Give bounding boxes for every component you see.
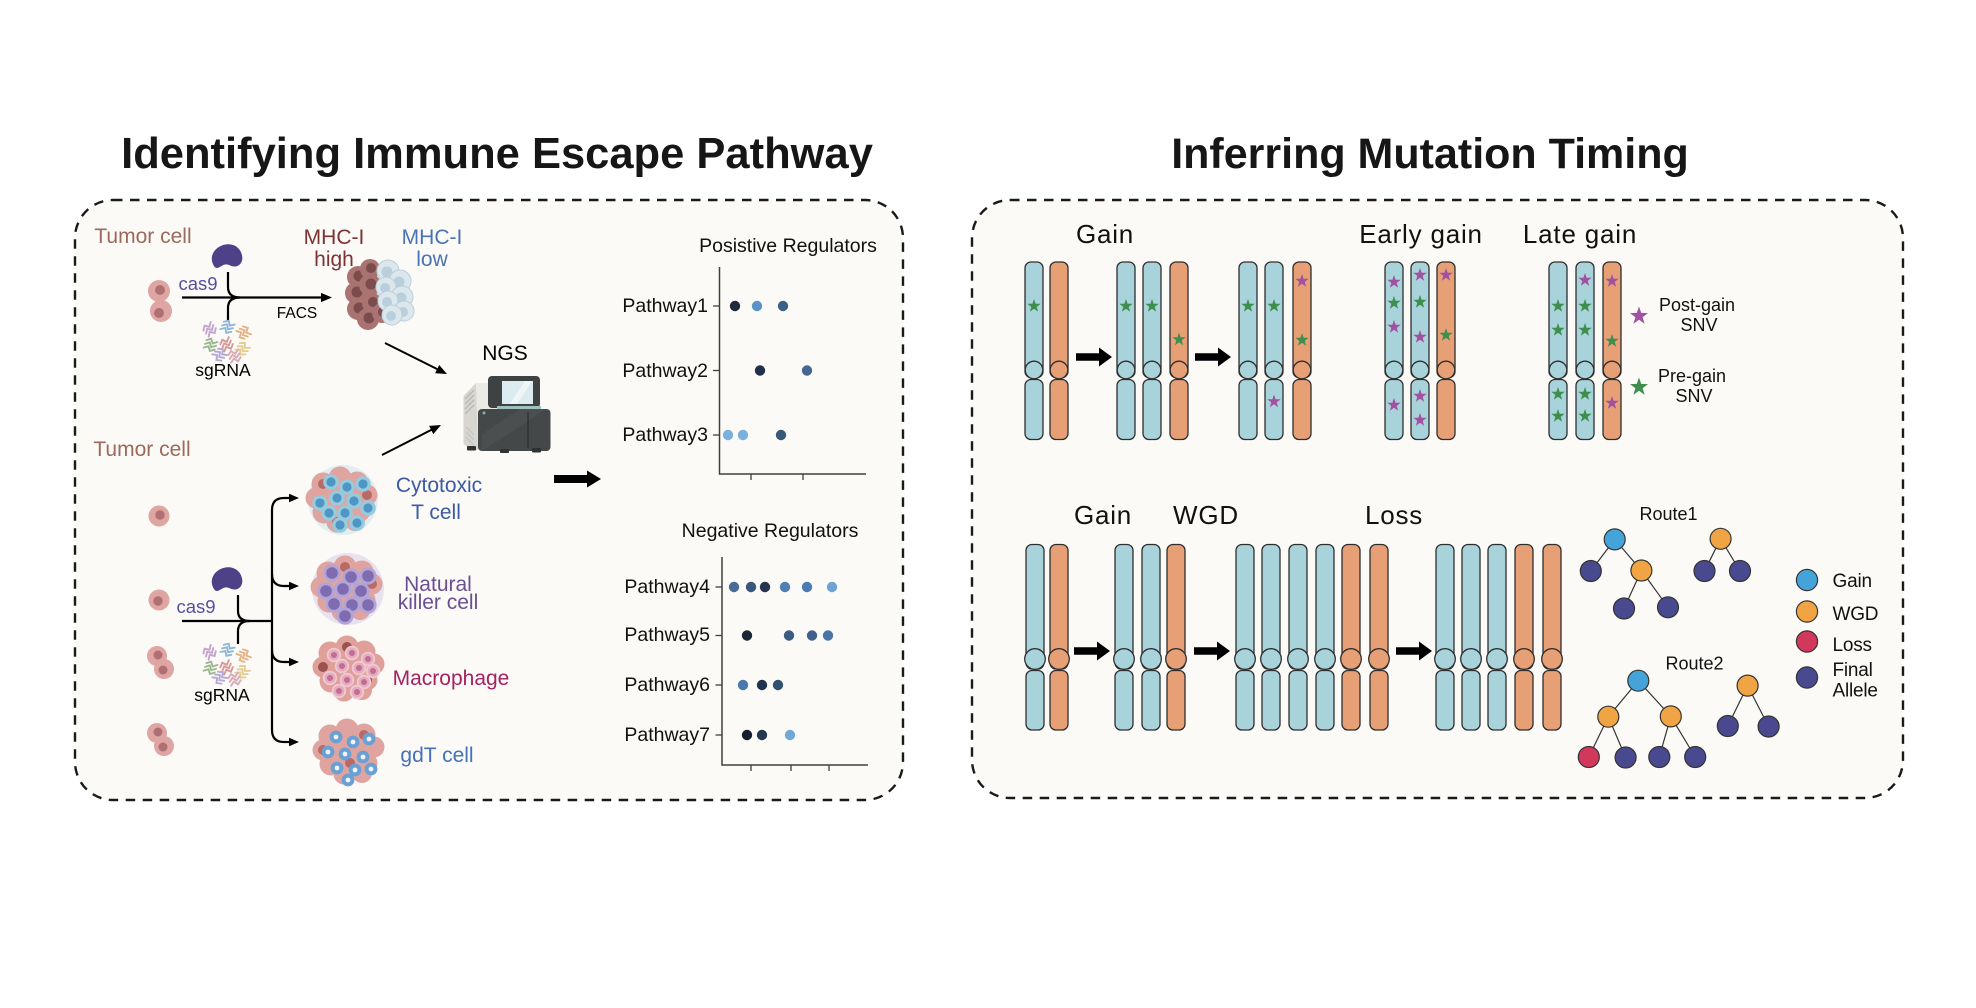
svg-text:Natural: Natural [404, 573, 472, 596]
svg-text:Identifying Immune Escape Path: Identifying Immune Escape Pathway [121, 130, 873, 178]
svg-text:WGD: WGD [1173, 500, 1239, 530]
svg-text:SNV: SNV [1675, 386, 1712, 406]
svg-text:Allele: Allele [1833, 681, 1878, 702]
svg-text:Route1: Route1 [1639, 504, 1697, 524]
svg-text:Inferring Mutation Timing: Inferring Mutation Timing [1171, 130, 1689, 178]
svg-text:high: high [314, 248, 354, 271]
svg-text:Gain: Gain [1076, 219, 1134, 249]
svg-text:Gain: Gain [1833, 571, 1872, 592]
svg-text:NGS: NGS [482, 342, 528, 365]
svg-text:sgRNA: sgRNA [195, 360, 251, 380]
svg-text:FACS: FACS [277, 305, 317, 322]
svg-text:Early gain: Early gain [1359, 219, 1483, 249]
svg-text:Loss: Loss [1365, 500, 1423, 530]
svg-text:Post-gain: Post-gain [1659, 295, 1735, 315]
svg-text:Late gain: Late gain [1523, 219, 1637, 249]
svg-text:low: low [416, 248, 448, 271]
svg-text:Tumor cell: Tumor cell [93, 438, 190, 461]
svg-text:Pathway2: Pathway2 [622, 360, 708, 382]
svg-text:Pre-gain: Pre-gain [1658, 366, 1726, 386]
svg-text:Pathway6: Pathway6 [624, 674, 710, 696]
svg-text:Gain: Gain [1074, 500, 1132, 530]
svg-text:T cell: T cell [411, 501, 461, 524]
svg-text:Negative Regulators: Negative Regulators [682, 520, 859, 542]
svg-text:Pathway3: Pathway3 [622, 424, 708, 446]
svg-text:Pathway1: Pathway1 [622, 295, 708, 317]
svg-text:gdT cell: gdT cell [400, 744, 473, 767]
svg-text:Pathway7: Pathway7 [624, 724, 710, 746]
svg-text:cas9: cas9 [176, 596, 215, 617]
svg-text:WGD: WGD [1833, 604, 1879, 625]
svg-text:killer cell: killer cell [398, 591, 479, 614]
svg-text:MHC-I: MHC-I [402, 226, 463, 249]
svg-text:Macrophage: Macrophage [393, 667, 510, 690]
svg-text:Posistive Regulators: Posistive Regulators [699, 235, 877, 257]
svg-text:cas9: cas9 [178, 273, 217, 294]
svg-text:Cytotoxic: Cytotoxic [396, 474, 482, 497]
svg-text:Final: Final [1833, 660, 1873, 681]
svg-text:Route2: Route2 [1665, 654, 1723, 674]
svg-text:Tumor cell: Tumor cell [94, 225, 191, 248]
svg-text:Loss: Loss [1833, 635, 1872, 656]
svg-text:MHC-I: MHC-I [304, 226, 365, 249]
svg-text:Pathway4: Pathway4 [624, 576, 710, 598]
svg-text:sgRNA: sgRNA [194, 685, 250, 705]
svg-text:SNV: SNV [1680, 315, 1717, 335]
svg-text:Pathway5: Pathway5 [624, 624, 710, 646]
